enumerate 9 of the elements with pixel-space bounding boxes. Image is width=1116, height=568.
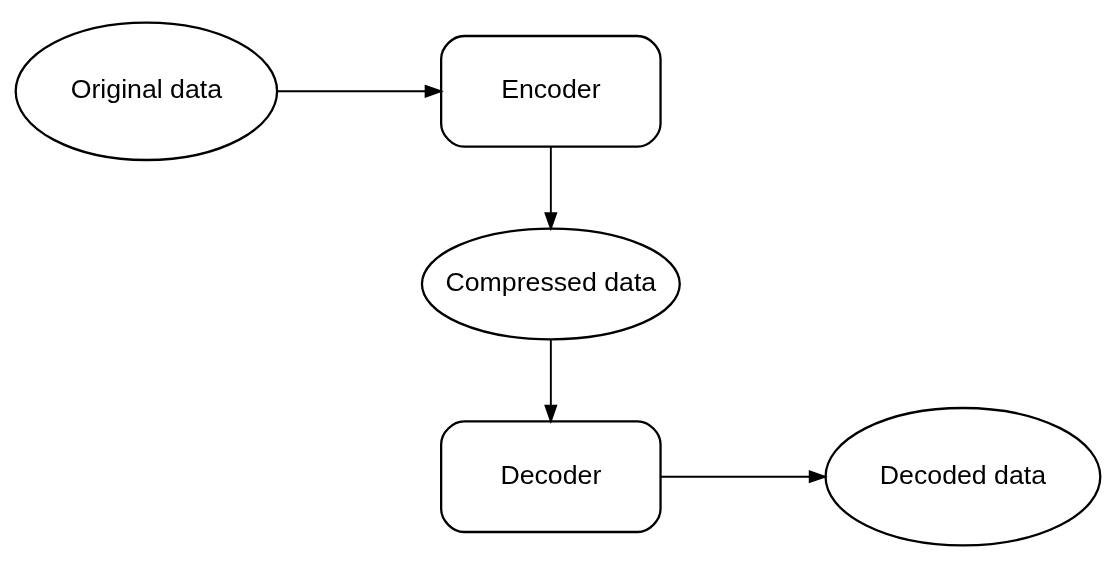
node-box: Decoder	[440, 420, 662, 534]
arrow	[544, 338, 558, 424]
arrow	[276, 84, 444, 98]
node-ellipse: Decoded data	[824, 406, 1102, 547]
node-ellipse: Compressed data	[420, 227, 681, 341]
arrow	[660, 470, 828, 484]
arrow	[544, 145, 558, 232]
node-ellipse: Original data	[14, 21, 279, 162]
node-box: Encoder	[440, 34, 662, 148]
